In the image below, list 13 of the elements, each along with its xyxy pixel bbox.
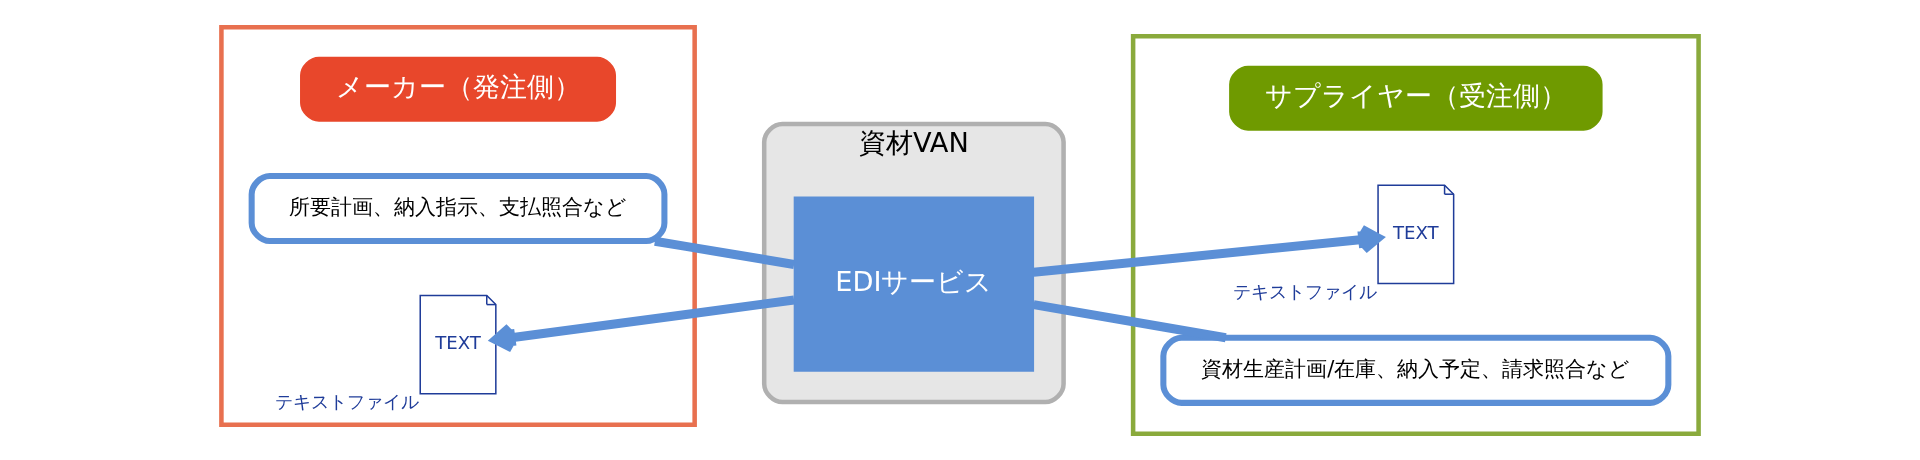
node-label: テキストファイル (1232, 280, 1377, 302)
cluster (1130, 33, 1701, 436)
connector (1032, 299, 1227, 342)
arrow (1033, 224, 1383, 277)
node-label: テキストファイル (274, 390, 419, 412)
node-box: 所要計画、納入指示、支払照合など (248, 172, 668, 244)
cluster (219, 24, 697, 427)
node-box: サプライヤー（受注側） (1229, 65, 1603, 131)
arrow (491, 294, 795, 352)
node-box: EDIサービス (793, 196, 1035, 372)
connector (654, 236, 795, 269)
node-box: 資材生産計画/在庫、納入予定、請求照合など (1160, 334, 1672, 406)
node-box: メーカー（発注側） (300, 56, 617, 122)
